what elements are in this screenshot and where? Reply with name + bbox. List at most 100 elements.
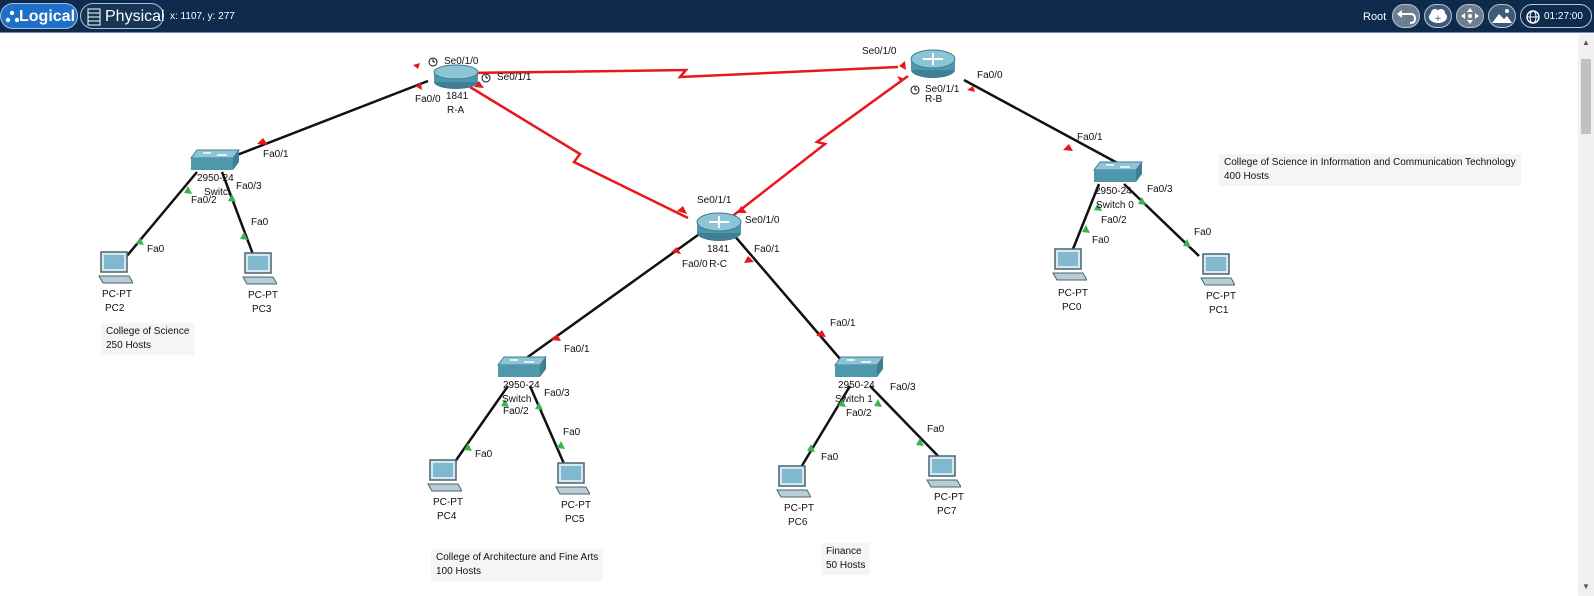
switch-left-icon[interactable] — [189, 148, 241, 174]
globe-clock-icon — [1526, 10, 1540, 24]
note-hosts: 50 Hosts — [826, 560, 866, 571]
scroll-up-arrow-icon[interactable]: ▲ — [1582, 38, 1590, 47]
port-label: Fa0/1 — [830, 318, 856, 329]
port-label: Fa0/2 — [191, 195, 217, 206]
port-label: Se0/1/1 — [697, 195, 732, 206]
pc4-type: PC-PT — [433, 497, 463, 508]
topology-links — [125, 57, 1200, 470]
pc1-icon[interactable] — [1199, 252, 1235, 288]
port-label: Fa0 — [475, 449, 493, 460]
cloud-add-icon[interactable]: + — [1424, 4, 1452, 28]
scrollbar-thumb[interactable] — [1581, 59, 1591, 134]
switch-finance-name: Switch 1 — [835, 394, 873, 405]
serial-link-ra-rc — [469, 85, 689, 220]
back-arrow-icon[interactable] — [1392, 4, 1420, 28]
switch-finance-icon[interactable] — [833, 355, 885, 381]
simulation-time: 01:27:00 — [1544, 11, 1583, 22]
port-label: Fa0/0 — [977, 70, 1003, 81]
router-rc-icon[interactable] — [695, 211, 743, 243]
router-ra-name: R-A — [447, 105, 465, 116]
port-label: Fa0/1 — [1077, 132, 1103, 143]
port-label: Fa0/1 — [263, 149, 289, 160]
port-label: Se0/1/1 — [497, 72, 532, 83]
port-label: Fa0/1 — [754, 244, 780, 255]
ethernet-link-rb-swright — [963, 78, 1124, 168]
background-image-icon[interactable] — [1488, 4, 1516, 28]
logical-view-icon — [5, 10, 19, 23]
port-label: Fa0/2 — [846, 408, 872, 419]
note-hosts: 400 Hosts — [1224, 171, 1270, 182]
pc7-name: PC7 — [937, 506, 957, 517]
port-label: Fa0 — [1092, 235, 1110, 246]
pc5-type: PC-PT — [561, 500, 591, 511]
switch-finance-model: 2950-24 — [838, 380, 875, 391]
port-label: Fa0/3 — [1147, 184, 1173, 195]
pc3-type: PC-PT — [248, 290, 278, 301]
switch-left-name: Switch — [204, 187, 230, 195]
note-finance[interactable]: Finance 50 Hosts — [821, 543, 871, 575]
serial-link-rb-rc — [729, 74, 909, 219]
note-ict[interactable]: College of Science in Information and Co… — [1219, 154, 1521, 186]
pc0-type: PC-PT — [1058, 288, 1088, 299]
pc7-icon[interactable] — [925, 454, 961, 490]
port-label: Fa0 — [563, 427, 581, 438]
note-architecture[interactable]: College of Architecture and Fine Arts 10… — [431, 549, 604, 581]
ethernet-link-swfin-pc7 — [869, 385, 941, 459]
switch-right-model: 2950-24 — [1095, 186, 1132, 197]
port-label: Se0/1/1 — [925, 84, 960, 95]
switch-left-model: 2950-24 — [197, 173, 234, 184]
note-hosts: 100 Hosts — [436, 566, 482, 577]
logical-view-button[interactable]: Logical — [0, 3, 78, 29]
port-label: Fa0 — [1194, 227, 1212, 238]
port-label: Se0/1/0 — [745, 215, 780, 226]
router-ra-model: 1841 — [446, 91, 469, 102]
simulation-time-display — [1520, 4, 1592, 28]
note-college-of-science[interactable]: College of Science 250 Hosts — [101, 323, 195, 355]
switch-mid-icon[interactable] — [496, 355, 548, 381]
svg-text:+: + — [1434, 14, 1442, 24]
ethernet-link-rc-swmid — [510, 233, 699, 371]
pc4-name: PC4 — [437, 511, 457, 522]
router-rb-icon[interactable] — [909, 48, 957, 80]
pc2-type: PC-PT — [102, 289, 132, 300]
root-label: Root — [1363, 11, 1387, 23]
pc5-name: PC5 — [565, 514, 585, 525]
ethernet-link-swmid-pc5 — [528, 385, 567, 467]
scroll-down-arrow-icon[interactable]: ▼ — [1582, 582, 1590, 591]
pc7-type: PC-PT — [934, 492, 964, 503]
router-rc-name: R-C — [709, 259, 727, 270]
switch-mid-model: 2950-24 — [503, 380, 540, 391]
note-title: College of Architecture and Fine Arts — [436, 552, 599, 563]
port-label: Fa0/2 — [1101, 215, 1127, 226]
pc2-icon[interactable] — [97, 250, 133, 286]
ethernet-link-swleft-pc3 — [220, 171, 256, 258]
link-down-indicators — [257, 61, 1073, 341]
vertical-scrollbar[interactable]: ▲ ▼ — [1578, 34, 1594, 596]
physical-view-button[interactable]: Physical — [80, 3, 165, 29]
pc1-name: PC1 — [1209, 305, 1229, 316]
serial-link-ra-rb — [467, 65, 899, 79]
physical-rack-icon — [87, 8, 101, 26]
logical-workspace[interactable]: 1841 R-A R-B 1841 R-C 2950-24 Switch 295… — [0, 34, 1594, 596]
note-title: College of Science in Information and Co… — [1224, 157, 1516, 168]
pc0-name: PC0 — [1062, 302, 1082, 313]
port-label: Se0/1/0 — [862, 46, 897, 57]
switch-mid-name: Switch — [502, 394, 532, 405]
physical-view-label: Physical — [105, 8, 165, 25]
move-icon[interactable] — [1456, 4, 1484, 28]
clock-icons — [428, 57, 920, 95]
router-rc-model: 1841 — [707, 244, 730, 255]
pc0-icon[interactable] — [1051, 247, 1087, 283]
pc6-icon[interactable] — [775, 464, 811, 500]
port-label: Fa0/0 — [415, 94, 441, 105]
pc5-icon[interactable] — [554, 461, 590, 497]
switch-right-icon[interactable] — [1092, 160, 1144, 186]
port-label: Fa0/1 — [564, 344, 590, 355]
pc4-icon[interactable] — [426, 458, 462, 494]
router-rb-name: R-B — [925, 94, 943, 103]
router-ra-icon[interactable] — [432, 64, 480, 90]
pc3-icon[interactable] — [241, 251, 277, 287]
note-title: Finance — [826, 546, 862, 557]
pc6-name: PC6 — [788, 517, 808, 528]
ethernet-link-ra-swleft — [236, 79, 429, 157]
